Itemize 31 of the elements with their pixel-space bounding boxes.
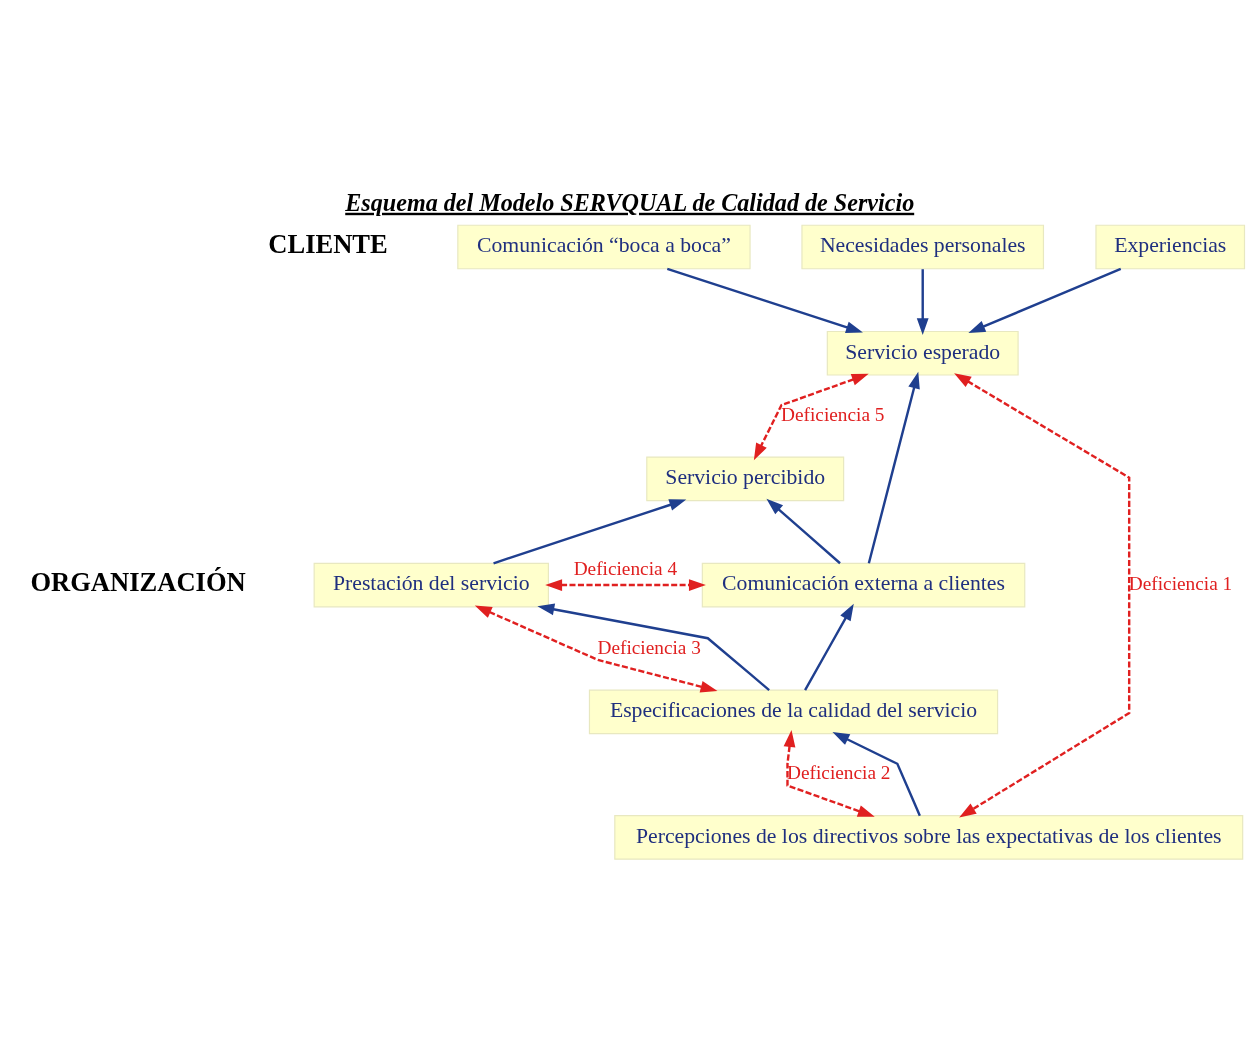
- diagram-title: Esquema del Modelo SERVQUAL de Calidad de Servicio: [345, 188, 915, 216]
- edge-label: Deficiencia 3: [597, 636, 701, 658]
- node-box: Servicio percibido: [646, 456, 845, 501]
- edge-label: Deficiencia 1: [1128, 572, 1233, 594]
- arrow: [867, 371, 920, 564]
- arrow: [916, 268, 929, 335]
- label: CLIENTE: [268, 228, 388, 259]
- arrow: [968, 267, 1122, 333]
- arrow: [766, 498, 841, 564]
- arrow: [804, 603, 854, 691]
- node-box: Necesidades personales: [801, 224, 1045, 269]
- label: ORGANIZACIÓN: [30, 566, 246, 597]
- node-box: Prestación del servicio: [313, 562, 549, 607]
- arrow: [666, 267, 863, 333]
- node-box: Especificaciones de la calidad del servicio: [588, 689, 999, 734]
- arrow: [493, 498, 687, 564]
- arrow: [545, 578, 706, 591]
- arrow: [832, 731, 921, 816]
- node-box: Comunicación “boca a boca”: [457, 224, 751, 269]
- arrow: [537, 603, 770, 691]
- edge-label: Deficiencia 2: [787, 761, 891, 783]
- node-box: Comunicación externa a clientes: [701, 562, 1026, 607]
- node-box: Percepciones de los directivos sobre las expectativas de los clientes: [614, 814, 1244, 860]
- arrow: [753, 373, 869, 460]
- arrow: [783, 729, 875, 817]
- edge-label: Deficiencia 5: [781, 403, 885, 425]
- arrow: [954, 372, 1131, 818]
- node-box: Servicio esperado: [826, 330, 1019, 376]
- edge-label: Deficiencia 4: [573, 557, 678, 579]
- arrow: [474, 605, 718, 692]
- node-box: Experiencias: [1095, 224, 1246, 269]
